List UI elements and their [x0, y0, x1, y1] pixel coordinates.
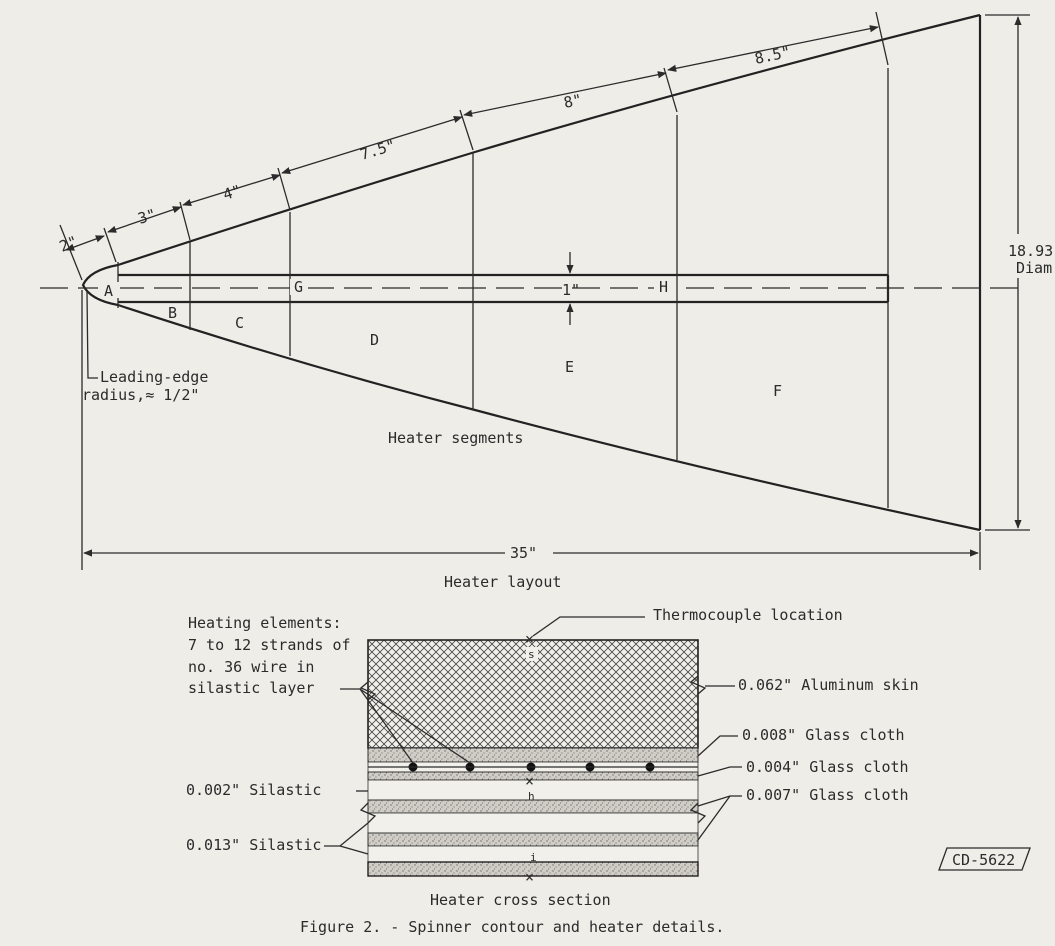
heater-layout: 2" 3" 4" 7.5" 8" 8.5" 1" 18.93" Diam. 35…: [40, 11, 1055, 591]
dim-seg-d: 7.5": [358, 136, 398, 164]
heating-leader-b: [359, 688, 471, 764]
silastic-013-leader-b: [339, 845, 369, 855]
dim-3-line: [107, 206, 182, 233]
segment-a: A: [104, 282, 113, 300]
layer-glass-cloth-007-b: [367, 832, 699, 847]
heating-note-2: 7 to 12 strands of: [188, 636, 351, 654]
dim-diameter: 18.93": [1008, 242, 1055, 260]
dim-2-line: [65, 235, 105, 251]
dim-seg-b: 3": [136, 205, 159, 228]
stamp-label: CD-5622: [952, 851, 1015, 869]
glass-007-leader-b: [697, 795, 731, 841]
thermocouple-mark-top: ×: [525, 630, 534, 648]
seg-h-bg: [654, 279, 676, 295]
dim-seg-e: 8": [562, 91, 583, 112]
figure-caption: Figure 2. - Spinner contour and heater d…: [300, 918, 724, 936]
dim-seg-c: 4": [221, 181, 244, 203]
thermocouple-leader: [532, 616, 645, 637]
glass-004-leader: [697, 766, 742, 777]
break-left-top: [359, 681, 377, 701]
dim-length: 35": [510, 544, 537, 562]
ext-line: [875, 11, 889, 66]
cross-section-caption: Heater cross section: [430, 891, 611, 909]
dim-8-line: [463, 71, 667, 117]
point-i: i: [530, 851, 537, 864]
ext-line: [103, 227, 117, 263]
label-glass-007: 0.007" Glass cloth: [746, 786, 909, 804]
glass-008-leader: [697, 735, 738, 757]
layer-silastic-013-a: [367, 812, 699, 834]
dim-leading: 2": [57, 232, 80, 255]
point-s-bg: [526, 647, 538, 661]
point-s: s: [528, 648, 535, 661]
leading-edge-leader: [86, 291, 98, 379]
leading-edge-note-1: Leading-edge: [100, 368, 208, 386]
label-glass-004: 0.004" Glass cloth: [746, 758, 909, 776]
layer-glass-cloth-008: [367, 747, 699, 763]
dim-4-line: [182, 173, 281, 207]
thermocouple-mark-bottom: ×: [525, 868, 534, 886]
spinner-outline: [81, 13, 982, 532]
break-right-top: [689, 675, 707, 695]
silastic-013-leader-a: [324, 822, 369, 847]
diameter-label-bg: [1006, 234, 1055, 278]
break-right-bottom: [689, 802, 707, 824]
segment-f: F: [773, 382, 782, 400]
point-h: h: [528, 790, 535, 803]
length-label-bg: [505, 541, 553, 563]
label-silastic-013: 0.013" Silastic: [186, 836, 321, 854]
label-aluminum-skin: 0.062" Aluminum skin: [738, 676, 919, 694]
ext-line: [59, 224, 83, 281]
heater-cross-section: × s × h i × Thermocouple location Heatin…: [186, 606, 1031, 909]
label-glass-008: 0.008" Glass cloth: [742, 726, 905, 744]
heating-note-1: Heating elements:: [188, 614, 342, 632]
dim-7-5-line: [281, 115, 463, 175]
glass-007-leader-a: [697, 795, 742, 807]
segment-b: B: [168, 304, 177, 322]
ext-line: [179, 201, 191, 241]
leading-edge-note-2: radius,≈ 1/2": [82, 386, 199, 404]
dim-strip-width: 1": [562, 281, 580, 299]
ext-line: [277, 167, 291, 211]
layout-caption: Heater layout: [444, 573, 561, 591]
break-left-bottom: [359, 802, 377, 824]
segment-d: D: [370, 331, 379, 349]
label-silastic-002: 0.002" Silastic: [186, 781, 321, 799]
thermocouple-mark-mid: ×: [525, 772, 534, 790]
dim-8-5-line: [667, 25, 879, 72]
segment-c: C: [235, 314, 244, 332]
thermocouple-label: Thermocouple location: [653, 606, 843, 624]
segment-h: H: [659, 278, 668, 296]
heating-note-4: silastic layer: [188, 679, 314, 697]
stamp-box: [938, 847, 1031, 871]
segment-g: G: [294, 278, 303, 296]
segments-caption: Heater segments: [388, 429, 523, 447]
layer-glass-cloth-bottom: [367, 861, 699, 877]
dim-diameter-suffix: Diam.: [1016, 259, 1055, 277]
ext-line: [459, 109, 474, 151]
seg-a-bg: [98, 282, 120, 298]
seg-g-bg: [290, 279, 308, 295]
ext-line: [663, 67, 678, 113]
heating-note-3: no. 36 wire in: [188, 658, 314, 676]
segment-e: E: [565, 358, 574, 376]
